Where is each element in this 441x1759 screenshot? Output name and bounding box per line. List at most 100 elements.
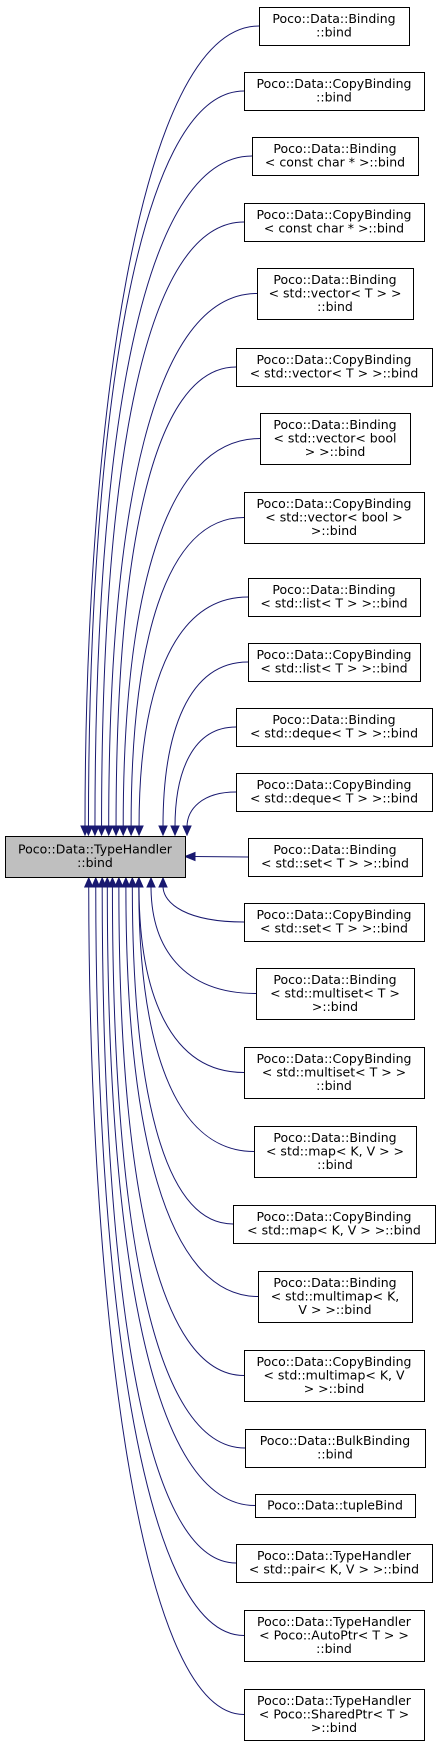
node-box [245,1429,426,1468]
class-node[interactable]: Poco::Data::CopyBinding< std::vector< bo… [244,492,425,544]
root-node-typehandler-bind[interactable]: Poco::Data::TypeHandler::bind [5,836,186,878]
class-node[interactable]: Poco::Data::CopyBinding< std::list< T > … [248,643,421,682]
node-label-line: < std::multiset< T > > [262,1064,406,1079]
class-node[interactable]: Poco::Data::Binding< std::multiset< T >>… [256,968,415,1020]
node-box [256,968,415,1020]
node-box [244,1610,425,1662]
inheritance-edge [108,293,258,828]
node-label-line: Poco::Data::Binding [272,582,395,597]
edge-arrowhead [134,825,144,837]
node-box [244,1047,425,1099]
class-node[interactable]: Poco::Data::CopyBinding< std::vector< T … [236,348,433,387]
class-node[interactable]: Poco::Data::CopyBinding< std::set< T > >… [244,903,425,942]
inheritance-edge [174,726,237,828]
edge-arrowhead [83,876,94,888]
node-label-line: Poco::Data::CopyBinding [257,352,412,367]
node-label-line: ::bind [316,1078,352,1093]
node-box [248,643,421,682]
graph-edges [80,25,261,1715]
node-box [259,7,410,46]
class-node[interactable]: Poco::Data::BulkBinding::bind [245,1429,426,1468]
node-label-line: Poco::Data::TypeHandler [257,1693,412,1708]
edge-arrowhead [146,876,156,888]
edge-arrowhead [90,825,100,837]
node-box [260,413,411,465]
inheritance-edge [84,25,260,828]
node-box [244,72,425,111]
node-box [244,1689,425,1741]
class-node[interactable]: Poco::Data::CopyBinding< const char * >:… [244,203,425,242]
node-label-line: > >::bind [305,444,366,459]
class-node[interactable]: Poco::Data::CopyBinding< std::map< K, V … [233,1205,436,1244]
node-label-line: < std::multiset< T > [270,985,400,1000]
edge-arrowhead [90,876,101,888]
class-node[interactable]: Poco::Data::Binding< std::multimap< K,V … [258,1271,413,1323]
node-label-line: < std::pair< K, V > >::bind [249,1562,419,1577]
class-node[interactable]: Poco::Data::CopyBinding< std::deque< T >… [236,773,433,812]
inheritance-edge [125,885,259,1297]
node-label-line: < std::map< K, V > > [266,1143,404,1158]
node-box [255,1494,416,1518]
node-label-line: >::bind [311,523,357,538]
class-node[interactable]: Poco::Data::Binding< std::list< T > >::b… [248,578,421,617]
node-label-line: Poco::Data::BulkBinding [260,1433,410,1448]
edge-arrowhead [126,825,136,837]
edge-arrowhead [158,825,168,837]
node-label-line: V > >::bind [298,1302,371,1317]
edge-arrowhead [111,825,121,837]
inheritance-edge [87,90,245,828]
node-label-line: Poco::Data::Binding [273,1130,396,1145]
class-node[interactable]: Poco::Data::CopyBinding< std::multiset< … [244,1047,425,1099]
edge-arrowhead [114,876,124,888]
node-box [258,1271,413,1323]
inheritance-edge [88,885,245,1715]
node-box [248,578,421,617]
class-node[interactable]: Poco::Data::Binding< std::map< K, V > >:… [254,1126,417,1178]
node-box [248,838,423,877]
class-node[interactable]: Poco::Data::Binding< std::set< T > >::bi… [248,838,423,877]
node-label-line: < std::list< T > >::bind [260,661,407,676]
inheritance-edge [162,885,245,923]
class-node[interactable]: Poco::Data::Binding< std::deque< T > >::… [236,708,433,747]
edge-arrowhead [118,825,128,837]
class-node[interactable]: Poco::Data::Binding::bind [259,7,410,46]
node-label-line: < std::multimap< K, [271,1288,400,1303]
inheritance-edge [150,885,257,994]
node-label-line: Poco::Data::Binding [273,1275,396,1290]
class-node[interactable]: Poco::Data::CopyBinding::bind [244,72,425,111]
node-label-line: < std::set< T > >::bind [260,921,408,936]
node-label-line: < Poco::AutoPtr< T > > [259,1627,409,1642]
node-box [244,203,425,242]
edge-arrowhead [158,876,168,888]
class-node[interactable]: Poco::Data::tupleBind [255,1494,416,1518]
node-label-line: Poco::Data::tupleBind [267,1497,403,1512]
inheritance-edge [101,885,237,1564]
class-node[interactable]: Poco::Data::Binding< std::vector< T > >:… [257,268,414,320]
node-label-line: < std::vector< bool [273,430,396,445]
edge-arrowhead [96,825,107,837]
inheritance-edge [138,885,255,1152]
node-box [236,708,433,747]
node-box [252,137,419,176]
node-label-line: Poco::Data::TypeHandler [257,1614,412,1629]
node-label-line: Poco::Data::CopyBinding [257,907,412,922]
edge-arrowhead [170,825,180,837]
node-label-line: < std::deque< T > >::bind [250,726,418,741]
inheritance-edge [101,221,245,828]
node-label-line: Poco::Data::Binding [272,11,395,26]
inheritance-edge [162,661,249,828]
node-label-line: < std::vector< bool > [265,509,402,524]
class-node[interactable]: Poco::Data::TypeHandler< Poco::AutoPtr< … [244,1610,425,1662]
inheritance-edge [186,791,237,828]
node-box [5,836,186,878]
node-label-line: ::bind [316,25,352,40]
node-label-line: Poco::Data::Binding [273,972,396,987]
inheritance-edge [131,885,234,1225]
class-node[interactable]: Poco::Data::TypeHandler< Poco::SharedPtr… [244,1689,425,1741]
graph-nodes: Poco::Data::TypeHandler::bindPoco::Data:… [5,7,436,1741]
class-node[interactable]: Poco::Data::TypeHandler< std::pair< K, V… [236,1544,433,1583]
class-node[interactable]: Poco::Data::Binding< const char * >::bin… [252,137,419,176]
class-node[interactable]: Poco::Data::CopyBinding< std::multimap< … [244,1350,425,1402]
class-node[interactable]: Poco::Data::Binding< std::vector< bool> … [260,413,411,465]
